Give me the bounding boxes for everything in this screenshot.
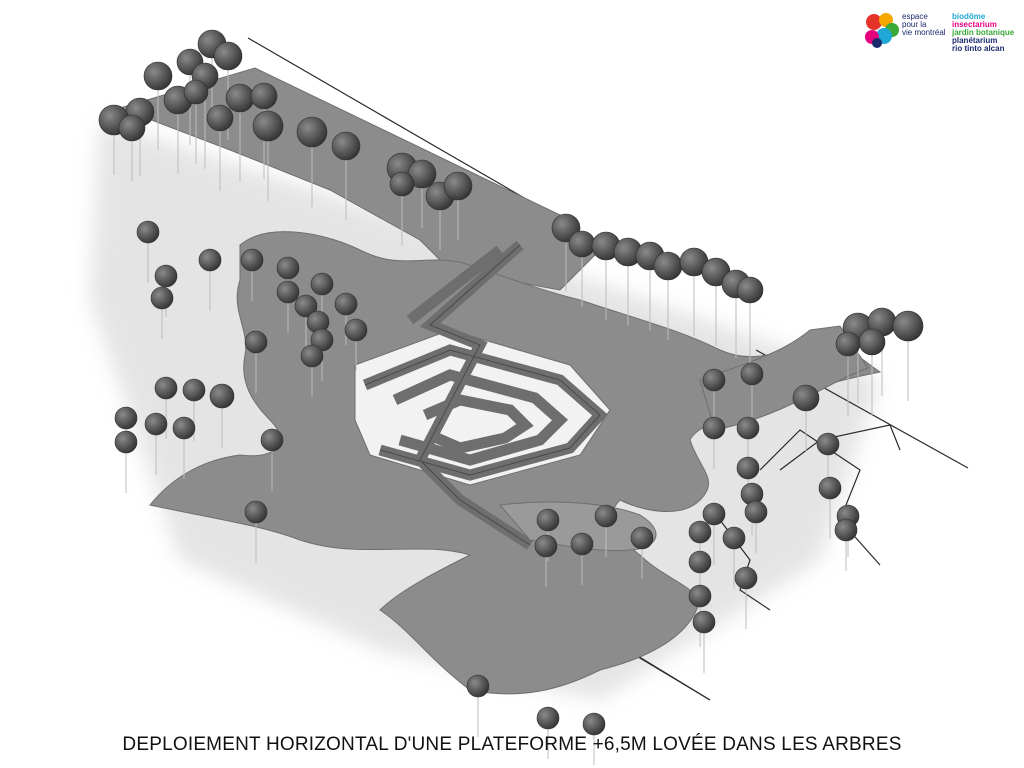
logo-mark-icon — [865, 13, 899, 48]
logo-line: vie montréal — [902, 28, 946, 37]
tree-canopy — [244, 500, 268, 524]
tree-canopy — [536, 706, 560, 730]
logo-biodome: biodôme — [952, 12, 986, 21]
tree-canopy — [736, 416, 760, 440]
tree-canopy — [310, 272, 334, 296]
tree-canopy — [294, 294, 318, 318]
tree-canopy — [136, 220, 160, 244]
tree-canopy — [688, 520, 712, 544]
tree-canopy — [389, 171, 415, 197]
tree-canopy — [688, 550, 712, 574]
tree-canopy — [276, 280, 300, 304]
tree-canopy — [296, 116, 328, 148]
tree-canopy — [816, 432, 840, 456]
tree-canopy — [744, 500, 768, 524]
tree-canopy — [630, 526, 654, 550]
tree-canopy — [740, 362, 764, 386]
logo-line: espace — [902, 12, 928, 21]
tree-canopy — [594, 504, 618, 528]
tree-canopy — [536, 508, 560, 532]
tree-canopy — [568, 230, 596, 258]
tree-canopy — [692, 610, 716, 634]
espace-pour-la-vie-logo: espace pour la vie montréal biodôme inse… — [862, 10, 1022, 53]
tree-canopy — [244, 330, 268, 354]
tree-canopy — [150, 286, 174, 310]
tree-canopy — [702, 502, 726, 526]
trees — [98, 29, 924, 736]
tree-canopy — [570, 532, 594, 556]
tree-canopy — [276, 256, 300, 280]
tree-canopy — [300, 344, 324, 368]
tree-canopy — [240, 248, 264, 272]
tree-canopy — [466, 674, 490, 698]
tree-canopy — [443, 171, 473, 201]
logo-jardin-botanique: jardin botanique — [952, 28, 1015, 37]
logo-left-text: espace pour la vie montréal — [902, 13, 946, 37]
tree-canopy — [154, 264, 178, 288]
logo-rio-tinto-alcan: rio tinto alcan — [952, 44, 1005, 53]
tree-canopy — [331, 131, 361, 161]
tree-canopy — [653, 251, 683, 281]
tree-canopy — [213, 41, 243, 71]
logo-planetarium: planétarium — [952, 36, 998, 45]
tree-canopy — [182, 378, 206, 402]
tree-canopy — [688, 584, 712, 608]
tree-canopy — [334, 292, 358, 316]
tree-canopy — [206, 104, 234, 132]
tree-canopy — [118, 114, 146, 142]
tree-canopy — [344, 318, 368, 342]
tree-canopy — [250, 82, 278, 110]
tree-canopy — [114, 430, 138, 454]
tree-canopy — [198, 248, 222, 272]
tree-canopy — [835, 331, 861, 357]
tree-canopy — [736, 456, 760, 480]
tree-canopy — [154, 376, 178, 400]
logo-line: pour la — [902, 20, 927, 29]
tree-canopy — [260, 428, 284, 452]
tree-canopy — [702, 416, 726, 440]
tree-canopy — [834, 518, 858, 542]
tree-canopy — [892, 310, 924, 342]
tree-canopy — [582, 712, 606, 736]
tree-canopy — [792, 384, 820, 412]
tree-canopy — [114, 406, 138, 430]
tree-canopy — [209, 383, 235, 409]
tree-canopy — [734, 566, 758, 590]
tree-canopy — [252, 110, 284, 142]
tree-canopy — [143, 61, 173, 91]
tree-canopy — [172, 416, 196, 440]
tree-canopy — [702, 368, 726, 392]
tree-canopy — [183, 79, 209, 105]
spiral-ramp-edges — [364, 244, 601, 546]
tree-canopy — [736, 276, 764, 304]
tree-canopy — [144, 412, 168, 436]
tree-canopy — [534, 534, 558, 558]
tree-canopy — [225, 83, 255, 113]
diagram-caption: DEPLOIEMENT HORIZONTAL D'UNE PLATEFORME … — [122, 734, 902, 755]
logo-insectarium: insectarium — [952, 20, 997, 29]
logo-right-text: biodôme insectarium jardin botanique pla… — [952, 13, 1014, 53]
tree-canopy — [858, 328, 886, 356]
tree-canopy — [722, 526, 746, 550]
tree-canopy — [818, 476, 842, 500]
